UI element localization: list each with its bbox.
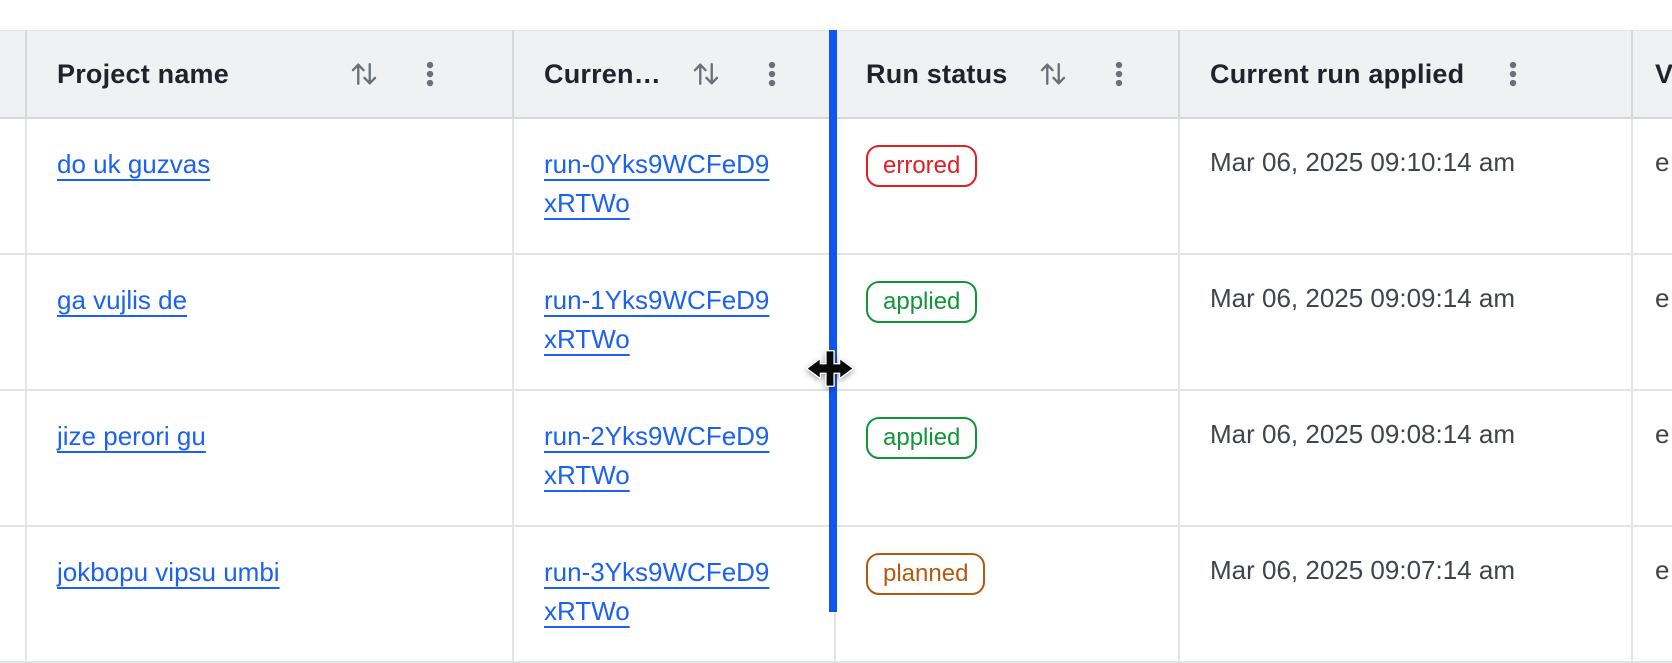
column-header-current-run-applied[interactable]: Current run applied — [1180, 30, 1633, 119]
current-run-cell: run-0Yks9WCFeD9xRTWo — [514, 119, 836, 255]
current-run-cell: run-3Yks9WCFeD9xRTWo — [514, 527, 836, 663]
table-header-row: Project name Curren… Run status — [0, 30, 1672, 119]
table-row: do uk guzvas run-0Yks9WCFeD9xRTWo errore… — [0, 119, 1672, 255]
project-link[interactable]: ga vujlis de — [57, 285, 188, 315]
project-link[interactable]: do uk guzvas — [57, 149, 211, 179]
column-resize-cursor-icon — [806, 350, 854, 387]
run-link[interactable]: run-3Yks9WCFeD9xRTWo — [544, 557, 770, 626]
run-link[interactable]: run-1Yks9WCFeD9xRTWo — [544, 285, 770, 354]
timestamp: Mar 06, 2025 09:08:14 am — [1210, 419, 1515, 449]
current-run-applied-cell: Mar 06, 2025 09:08:14 am — [1180, 391, 1633, 527]
workspaces-table-page: { "table": { "header": { "project": {"la… — [0, 30, 1672, 663]
cropped-cell: e — [1633, 527, 1672, 663]
run-status-cell: errored — [836, 119, 1180, 255]
table-row: ga vujlis de run-1Yks9WCFeD9xRTWo applie… — [0, 255, 1672, 391]
timestamp: Mar 06, 2025 09:07:14 am — [1210, 555, 1515, 585]
row-leading-spacer-cell — [0, 255, 27, 391]
column-menu-kebab-icon[interactable] — [757, 59, 787, 89]
project-name-cell: jize perori gu — [27, 391, 514, 527]
current-run-applied-cell: Mar 06, 2025 09:07:14 am — [1180, 527, 1633, 663]
project-link[interactable]: jize perori gu — [57, 421, 206, 451]
row-leading-spacer-cell — [0, 119, 27, 255]
column-resize-indicator-line[interactable] — [829, 30, 837, 612]
run-status-cell: planned — [836, 527, 1180, 663]
column-header-run-status[interactable]: Run status — [836, 30, 1180, 119]
cropped-cell-text: e — [1655, 283, 1670, 313]
column-label: Current run applied — [1210, 58, 1465, 89]
project-name-cell: do uk guzvas — [27, 119, 514, 255]
timestamp: Mar 06, 2025 09:10:14 am — [1210, 147, 1515, 177]
current-run-applied-cell: Mar 06, 2025 09:10:14 am — [1180, 119, 1633, 255]
header-leading-spacer-cell — [0, 30, 27, 119]
row-leading-spacer-cell — [0, 527, 27, 663]
run-status-cell: applied — [836, 255, 1180, 391]
cropped-cell: e — [1633, 391, 1672, 527]
project-name-cell: jokbopu vipsu umbi — [27, 527, 514, 663]
cropped-cell: e — [1633, 255, 1672, 391]
status-badge: applied — [866, 417, 978, 459]
current-run-cell: run-2Yks9WCFeD9xRTWo — [514, 391, 836, 527]
cropped-cell-text: e — [1655, 147, 1670, 177]
sort-icon[interactable] — [1036, 57, 1070, 91]
column-header-current-run[interactable]: Curren… — [514, 30, 836, 119]
column-label: Project name — [57, 58, 229, 89]
current-run-applied-cell: Mar 06, 2025 09:09:14 am — [1180, 255, 1633, 391]
sort-icon[interactable] — [347, 57, 381, 91]
run-status-cell: applied — [836, 391, 1180, 527]
column-label: V — [1655, 58, 1672, 89]
timestamp: Mar 06, 2025 09:09:14 am — [1210, 283, 1515, 313]
project-link[interactable]: jokbopu vipsu umbi — [57, 557, 280, 587]
sort-icon[interactable] — [689, 57, 723, 91]
column-label: Run status — [866, 58, 1008, 89]
column-header-cropped[interactable]: V — [1633, 30, 1672, 119]
column-menu-kebab-icon[interactable] — [1104, 59, 1134, 89]
cropped-cell-text: e — [1655, 555, 1670, 585]
status-badge: applied — [866, 281, 978, 323]
status-badge: planned — [866, 553, 986, 595]
project-name-cell: ga vujlis de — [27, 255, 514, 391]
cropped-cell: e — [1633, 119, 1672, 255]
current-run-cell: run-1Yks9WCFeD9xRTWo — [514, 255, 836, 391]
row-leading-spacer-cell — [0, 391, 27, 527]
run-link[interactable]: run-2Yks9WCFeD9xRTWo — [544, 421, 770, 490]
column-menu-kebab-icon[interactable] — [1498, 59, 1528, 89]
cropped-cell-text: e — [1655, 419, 1670, 449]
status-badge: errored — [866, 145, 978, 187]
run-link[interactable]: run-0Yks9WCFeD9xRTWo — [544, 149, 770, 218]
column-header-project-name[interactable]: Project name — [27, 30, 514, 119]
column-label: Curren… — [544, 58, 661, 89]
column-menu-kebab-icon[interactable] — [415, 59, 445, 89]
